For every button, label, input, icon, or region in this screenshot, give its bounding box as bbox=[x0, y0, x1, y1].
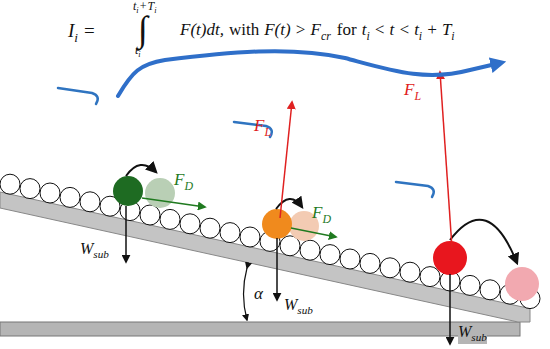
subscript-text: sub bbox=[93, 248, 109, 261]
math-text: W bbox=[80, 240, 93, 258]
label-group: FL bbox=[404, 80, 421, 103]
bed-grain bbox=[40, 183, 60, 203]
bed-grain bbox=[400, 262, 420, 282]
subscript-text: i bbox=[366, 30, 369, 44]
jump-arrow bbox=[126, 165, 156, 176]
label-group: α bbox=[254, 284, 263, 304]
math-text: for bbox=[337, 20, 357, 40]
angle-arc bbox=[244, 268, 248, 320]
bed-grain bbox=[480, 280, 500, 300]
math-text: F(t)dt, bbox=[180, 20, 224, 40]
math-text: α bbox=[254, 284, 263, 304]
math-text: t bbox=[133, 0, 136, 14]
subscript-text: i bbox=[154, 6, 156, 16]
jump-arrow bbox=[276, 199, 302, 209]
subscript-text: cr bbox=[321, 30, 331, 44]
subscript-text: i bbox=[136, 6, 138, 16]
bed-grains bbox=[0, 174, 540, 308]
math-text: + bbox=[140, 0, 147, 14]
math-text: < t < t bbox=[374, 20, 419, 40]
weight-arrow bbox=[125, 206, 127, 262]
label-group: Wsub bbox=[80, 240, 109, 261]
eddy-hook bbox=[396, 182, 434, 197]
label-group: ∫ bbox=[138, 9, 148, 50]
subscript-text: sub bbox=[471, 331, 487, 344]
math-text: F bbox=[404, 80, 414, 100]
label-group: FD bbox=[312, 203, 331, 226]
bed-grain bbox=[360, 253, 380, 273]
label-group: Ii = bbox=[68, 20, 95, 46]
bed-grain bbox=[200, 218, 220, 238]
green-particle bbox=[113, 176, 143, 206]
label-group: FD bbox=[174, 170, 193, 193]
weight-arrow bbox=[276, 238, 278, 300]
subscript-text: i bbox=[419, 30, 422, 44]
ghost-particle bbox=[505, 267, 539, 301]
label-group: FL bbox=[254, 116, 271, 139]
subscript-text: L bbox=[414, 90, 421, 104]
lift-arrow bbox=[440, 72, 452, 248]
label-group: F(t)dt,withF(t) > Fcrforti< t < ti+ Ti bbox=[180, 20, 455, 43]
weight-arrow bbox=[449, 274, 451, 344]
math-text: = bbox=[84, 20, 95, 42]
label-group: ti bbox=[135, 44, 141, 60]
bed-grain bbox=[340, 249, 360, 269]
lift-arrow bbox=[280, 102, 292, 218]
math-text: F bbox=[254, 116, 264, 136]
bed-grain bbox=[300, 240, 320, 260]
subscript-text: i bbox=[138, 50, 140, 60]
subscript-text: sub bbox=[297, 304, 313, 317]
math-text: t bbox=[135, 44, 138, 58]
bed-grain bbox=[220, 223, 240, 243]
drag-arrow bbox=[142, 198, 205, 207]
bed-grain bbox=[60, 187, 80, 207]
math-text: W bbox=[458, 323, 471, 341]
math-text: W bbox=[284, 296, 297, 314]
subscript-text: D bbox=[184, 180, 193, 194]
label-group: Wsub bbox=[284, 296, 313, 317]
subscript-text: D bbox=[322, 213, 331, 227]
math-text: F(t) > F bbox=[264, 20, 321, 40]
bed-grain bbox=[20, 179, 40, 199]
base-bar bbox=[0, 322, 520, 336]
bed-grain bbox=[420, 267, 440, 287]
orange-particle bbox=[262, 209, 292, 239]
math-text: F bbox=[174, 170, 184, 190]
bed-grain bbox=[140, 205, 160, 225]
bed-grain bbox=[180, 214, 200, 234]
math-text: F bbox=[312, 203, 322, 223]
flow-arrow bbox=[118, 51, 500, 96]
math-text: I bbox=[68, 20, 74, 42]
drag-arrow bbox=[291, 228, 336, 237]
bed-grain bbox=[320, 245, 340, 265]
math-text: T bbox=[147, 0, 154, 14]
bed-grain bbox=[240, 227, 260, 247]
ghost-particle bbox=[145, 178, 175, 208]
bed-grain bbox=[460, 275, 480, 295]
bed-grain bbox=[160, 209, 180, 229]
jump-arrow bbox=[450, 220, 517, 263]
bed-grain bbox=[0, 174, 20, 194]
label-group: ti+Ti bbox=[133, 0, 156, 16]
red-particle bbox=[433, 241, 467, 275]
math-text: with bbox=[229, 20, 259, 40]
subscript-text: i bbox=[74, 30, 78, 45]
bed-grain bbox=[80, 192, 100, 212]
label-group: Wsub bbox=[458, 323, 487, 344]
eddy-hook bbox=[58, 88, 98, 104]
subscript-text: i bbox=[451, 30, 454, 44]
math-text: + T bbox=[426, 20, 451, 40]
bed-grain bbox=[380, 258, 400, 278]
math-text: ∫ bbox=[138, 9, 148, 50]
math-text: t bbox=[362, 20, 367, 40]
subscript-text: L bbox=[264, 126, 271, 140]
